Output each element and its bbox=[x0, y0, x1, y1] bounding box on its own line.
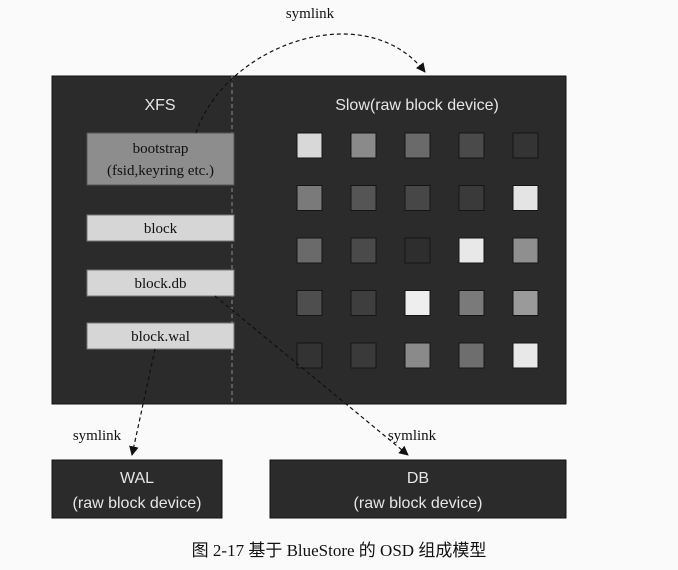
block-square bbox=[512, 237, 539, 264]
block-square bbox=[350, 290, 377, 316]
db-device-subtitle: (raw block device) bbox=[354, 495, 483, 512]
block-file: block bbox=[86, 214, 235, 242]
block-db-box bbox=[86, 269, 235, 297]
block-square bbox=[350, 237, 377, 264]
block-square bbox=[296, 237, 323, 264]
block-square bbox=[512, 185, 539, 211]
block-square bbox=[404, 290, 431, 316]
block-square bbox=[404, 132, 431, 159]
block-square bbox=[512, 132, 539, 159]
block-square bbox=[296, 290, 323, 316]
block-square bbox=[404, 185, 431, 211]
top-symlink-label: symlink bbox=[286, 6, 335, 22]
block-square bbox=[404, 237, 431, 264]
block-wal-label: block.wal bbox=[131, 329, 190, 345]
xfs-label: XFS bbox=[144, 97, 175, 114]
bootstrap-file: bootstrap (fsid,keyring etc.) bbox=[86, 132, 235, 186]
slow-device-block-grid bbox=[296, 132, 539, 369]
block-square bbox=[458, 342, 485, 369]
bootstrap-sublabel: (fsid,keyring etc.) bbox=[107, 163, 214, 179]
db-device-box bbox=[269, 459, 567, 519]
block-box bbox=[86, 214, 235, 242]
block-square bbox=[296, 132, 323, 159]
block-db-label: block.db bbox=[134, 276, 186, 292]
block-square bbox=[458, 290, 485, 316]
block-square bbox=[350, 342, 377, 369]
wal-device-subtitle: (raw block device) bbox=[73, 495, 202, 512]
top-symlink-arrow bbox=[195, 33, 426, 134]
block-square bbox=[296, 342, 323, 369]
slow-device-label: Slow(raw block device) bbox=[335, 97, 499, 114]
wal-device-title: WAL bbox=[120, 470, 154, 487]
db-symlink-label: symlink bbox=[388, 428, 437, 444]
bootstrap-box bbox=[86, 132, 235, 186]
block-square bbox=[458, 185, 485, 211]
block-square bbox=[350, 132, 377, 159]
block-square bbox=[512, 342, 539, 369]
block-square bbox=[458, 237, 485, 264]
block-square bbox=[350, 185, 377, 211]
block-label: block bbox=[144, 221, 178, 237]
wal-device: WAL (raw block device) bbox=[51, 459, 223, 519]
block-wal-box bbox=[86, 322, 235, 350]
block-square bbox=[458, 132, 485, 159]
block-square bbox=[404, 342, 431, 369]
figure-caption: 图 2-17 基于 BlueStore 的 OSD 组成模型 bbox=[191, 541, 487, 560]
db-device-title: DB bbox=[407, 470, 429, 487]
block-square bbox=[512, 290, 539, 316]
wal-device-box bbox=[51, 459, 223, 519]
db-device: DB (raw block device) bbox=[269, 459, 567, 519]
block-db-file: block.db bbox=[86, 269, 235, 297]
bootstrap-label: bootstrap bbox=[133, 141, 189, 157]
block-wal-file: block.wal bbox=[86, 322, 235, 350]
block-square bbox=[296, 185, 323, 211]
wal-symlink-label: symlink bbox=[73, 428, 122, 444]
